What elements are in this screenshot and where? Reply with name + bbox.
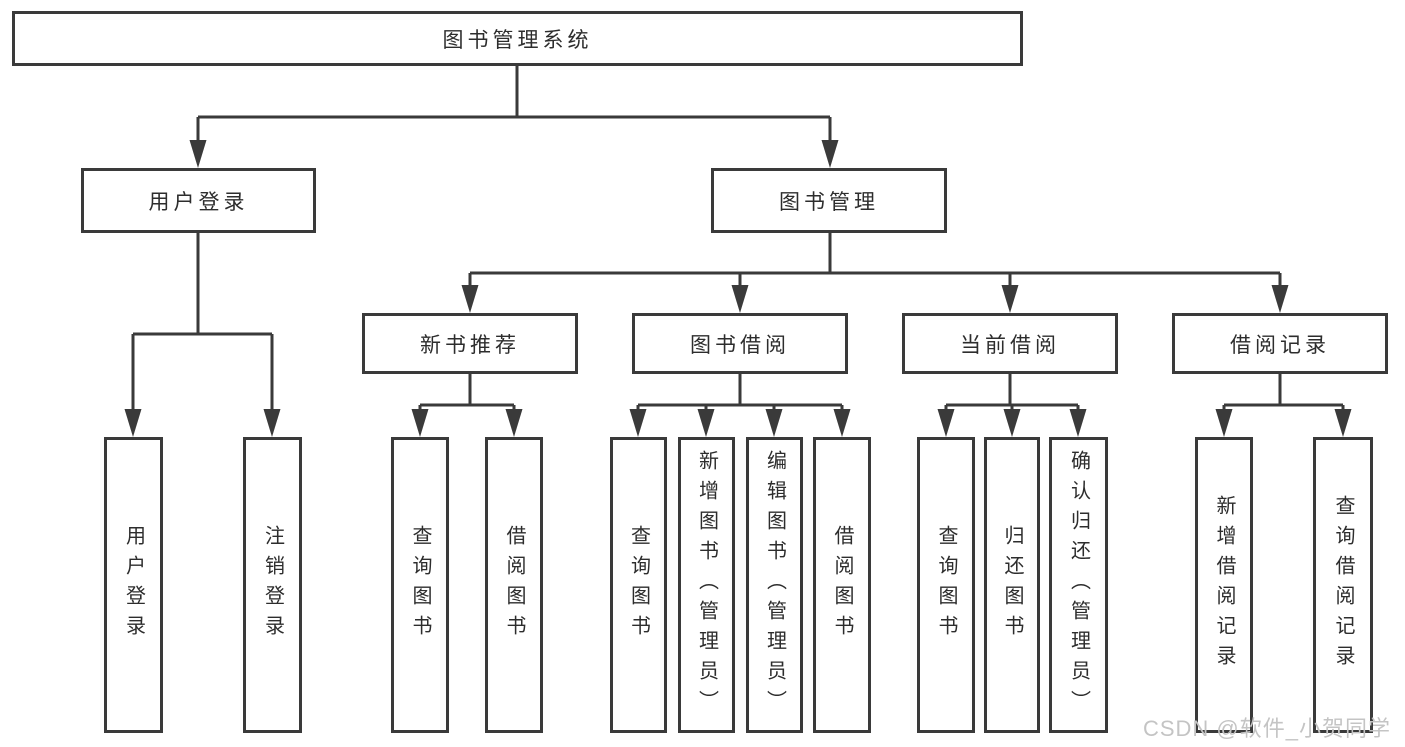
node-user-login: 用户登录 [81,168,316,233]
arrowhead [1069,409,1087,437]
leaf-query-books-recommend: 查询图书 [391,437,449,733]
arrowhead [629,409,647,437]
arrowhead [1001,285,1019,313]
arrowhead [461,285,479,313]
arrowhead [765,409,783,437]
leaf-query-borrow-record: 查询借阅记录 [1313,437,1373,733]
arrowhead [697,409,715,437]
arrowhead [505,409,523,437]
node-book-borrowing: 图书借阅 [632,313,848,374]
leaf-add-borrow-record: 新增借阅记录 [1195,437,1253,733]
node-library-system: 图书管理系统 [12,11,1023,66]
node-book-management: 图书管理 [711,168,947,233]
node-new-book-recommend: 新书推荐 [362,313,578,374]
leaf-edit-book-admin: 编辑图书（管理员） [746,437,803,733]
arrowhead [263,409,281,437]
arrowhead [124,409,142,437]
arrowhead [1003,409,1021,437]
arrowhead [1271,285,1289,313]
leaf-confirm-return-admin: 确认归还（管理员） [1049,437,1108,733]
arrowhead [411,409,429,437]
arrowhead [833,409,851,437]
leaf-query-books-borrowing: 查询图书 [610,437,667,733]
leaf-logout: 注销登录 [243,437,302,733]
arrowhead [731,285,749,313]
leaf-add-book-admin: 新增图书（管理员） [678,437,735,733]
node-borrowing-records: 借阅记录 [1172,313,1388,374]
leaf-borrow-books-recommend: 借阅图书 [485,437,543,733]
arrowheads [124,140,1352,437]
csdn-watermark: CSDN @软件_小贺同学 [1142,716,1391,741]
arrowhead [1334,409,1352,437]
arrowhead [189,140,207,168]
leaf-query-books-current: 查询图书 [917,437,975,733]
leaf-return-books: 归还图书 [984,437,1040,733]
arrowhead [937,409,955,437]
leaf-user-login: 用户登录 [104,437,163,733]
leaf-borrow-books-borrowing: 借阅图书 [813,437,871,733]
node-current-borrowing: 当前借阅 [902,313,1118,374]
arrowhead [821,140,839,168]
arrowhead [1215,409,1233,437]
